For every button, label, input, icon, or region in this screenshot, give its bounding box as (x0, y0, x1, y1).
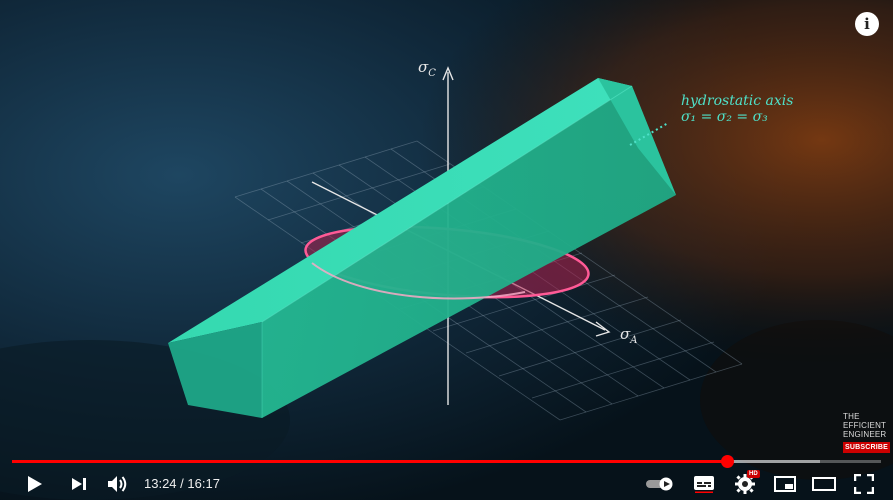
sigma-symbol: σ (620, 325, 631, 343)
leader-line (629, 122, 669, 146)
sigma-a-subscript: A (630, 335, 638, 346)
theater-mode-button[interactable] (810, 468, 838, 500)
next-button[interactable] (66, 468, 92, 500)
subtitles-button[interactable] (690, 468, 718, 500)
sigma-c-label: σC (418, 58, 436, 79)
channel-watermark[interactable]: THE EFFICIENT ENGINEER SUBSCRIBE (843, 412, 891, 453)
hydrostatic-axis-label: hydrostatic axis σ₁ = σ₂ = σ₃ (681, 93, 793, 125)
autoplay-toggle[interactable] (644, 468, 676, 500)
play-button[interactable] (22, 468, 48, 500)
fullscreen-button[interactable] (850, 468, 878, 500)
info-icon[interactable]: i (855, 12, 879, 36)
miniplayer-button[interactable] (771, 468, 799, 500)
settings-button[interactable] (731, 468, 759, 500)
subscribe-badge[interactable]: SUBSCRIBE (843, 442, 891, 453)
brand-line-1: THE (843, 412, 860, 421)
hydrostatic-title: hydrostatic axis (681, 93, 794, 109)
sigma-a-label: σA (620, 325, 637, 346)
next-icon (72, 478, 86, 490)
progress-bar[interactable] (12, 455, 881, 468)
play-icon (28, 476, 42, 492)
hydrostatic-equation: σ₁ = σ₂ = σ₃ (681, 109, 768, 125)
theater-icon (812, 477, 836, 491)
played-bar (12, 460, 728, 463)
control-bar: 13:24 / 16:17 (0, 468, 893, 500)
sigma-c-subscript: C (428, 68, 436, 79)
hd-badge: HD (747, 470, 760, 478)
gear-icon (735, 474, 755, 494)
duration: 16:17 (187, 476, 220, 491)
time-display: 13:24 / 16:17 (144, 476, 220, 491)
hydrostatic-prism (168, 78, 676, 418)
autoplay-toggle-icon (646, 477, 673, 491)
sigma-symbol: σ (418, 58, 429, 76)
current-time: 13:24 (144, 476, 177, 491)
fullscreen-icon (854, 474, 874, 494)
time-separator: / (176, 476, 188, 491)
brand-line-2: EFFICIENT (843, 421, 887, 430)
volume-button[interactable] (104, 468, 132, 500)
volume-icon (108, 476, 127, 492)
scrubber-handle[interactable] (721, 455, 735, 468)
brand-line-3: ENGINEER (843, 430, 887, 439)
subtitles-icon (694, 476, 714, 493)
miniplayer-icon (774, 476, 796, 492)
